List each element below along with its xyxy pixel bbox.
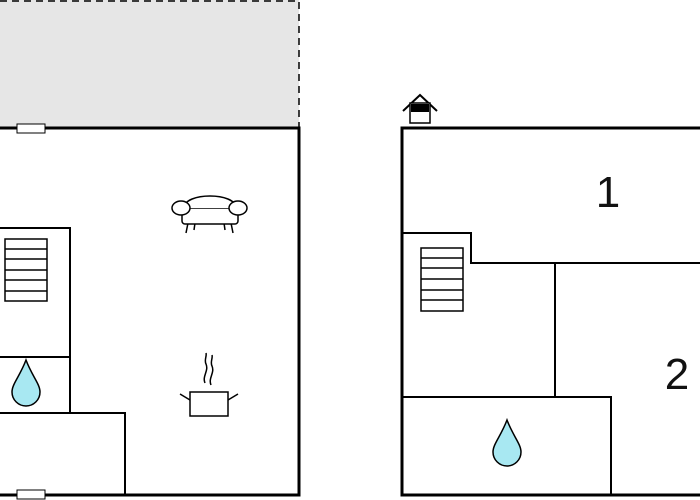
window-icon xyxy=(16,489,46,500)
water-drop-icon xyxy=(11,357,41,407)
room-label-2: 2 xyxy=(665,350,689,399)
upper-floor: 1 2 xyxy=(400,93,700,497)
stair-landing-wall xyxy=(402,232,700,264)
room-label-1: 1 xyxy=(596,168,620,217)
ground-floor xyxy=(0,0,301,500)
ground-floor-walls xyxy=(0,126,301,497)
house-icon xyxy=(402,93,438,124)
terrace-area xyxy=(0,0,299,128)
water-drop-icon xyxy=(492,417,522,467)
stair-room-wall xyxy=(0,227,71,413)
sofa-icon xyxy=(171,195,248,234)
stairs-icon xyxy=(420,247,464,312)
utility-room-wall xyxy=(0,412,126,495)
window-icon xyxy=(16,123,46,134)
bathroom-wall xyxy=(402,396,612,495)
cooking-pot-icon xyxy=(179,352,239,417)
stairs-icon xyxy=(4,238,48,302)
terrace-dashed-border xyxy=(0,0,300,128)
upper-floor-walls xyxy=(400,126,700,497)
